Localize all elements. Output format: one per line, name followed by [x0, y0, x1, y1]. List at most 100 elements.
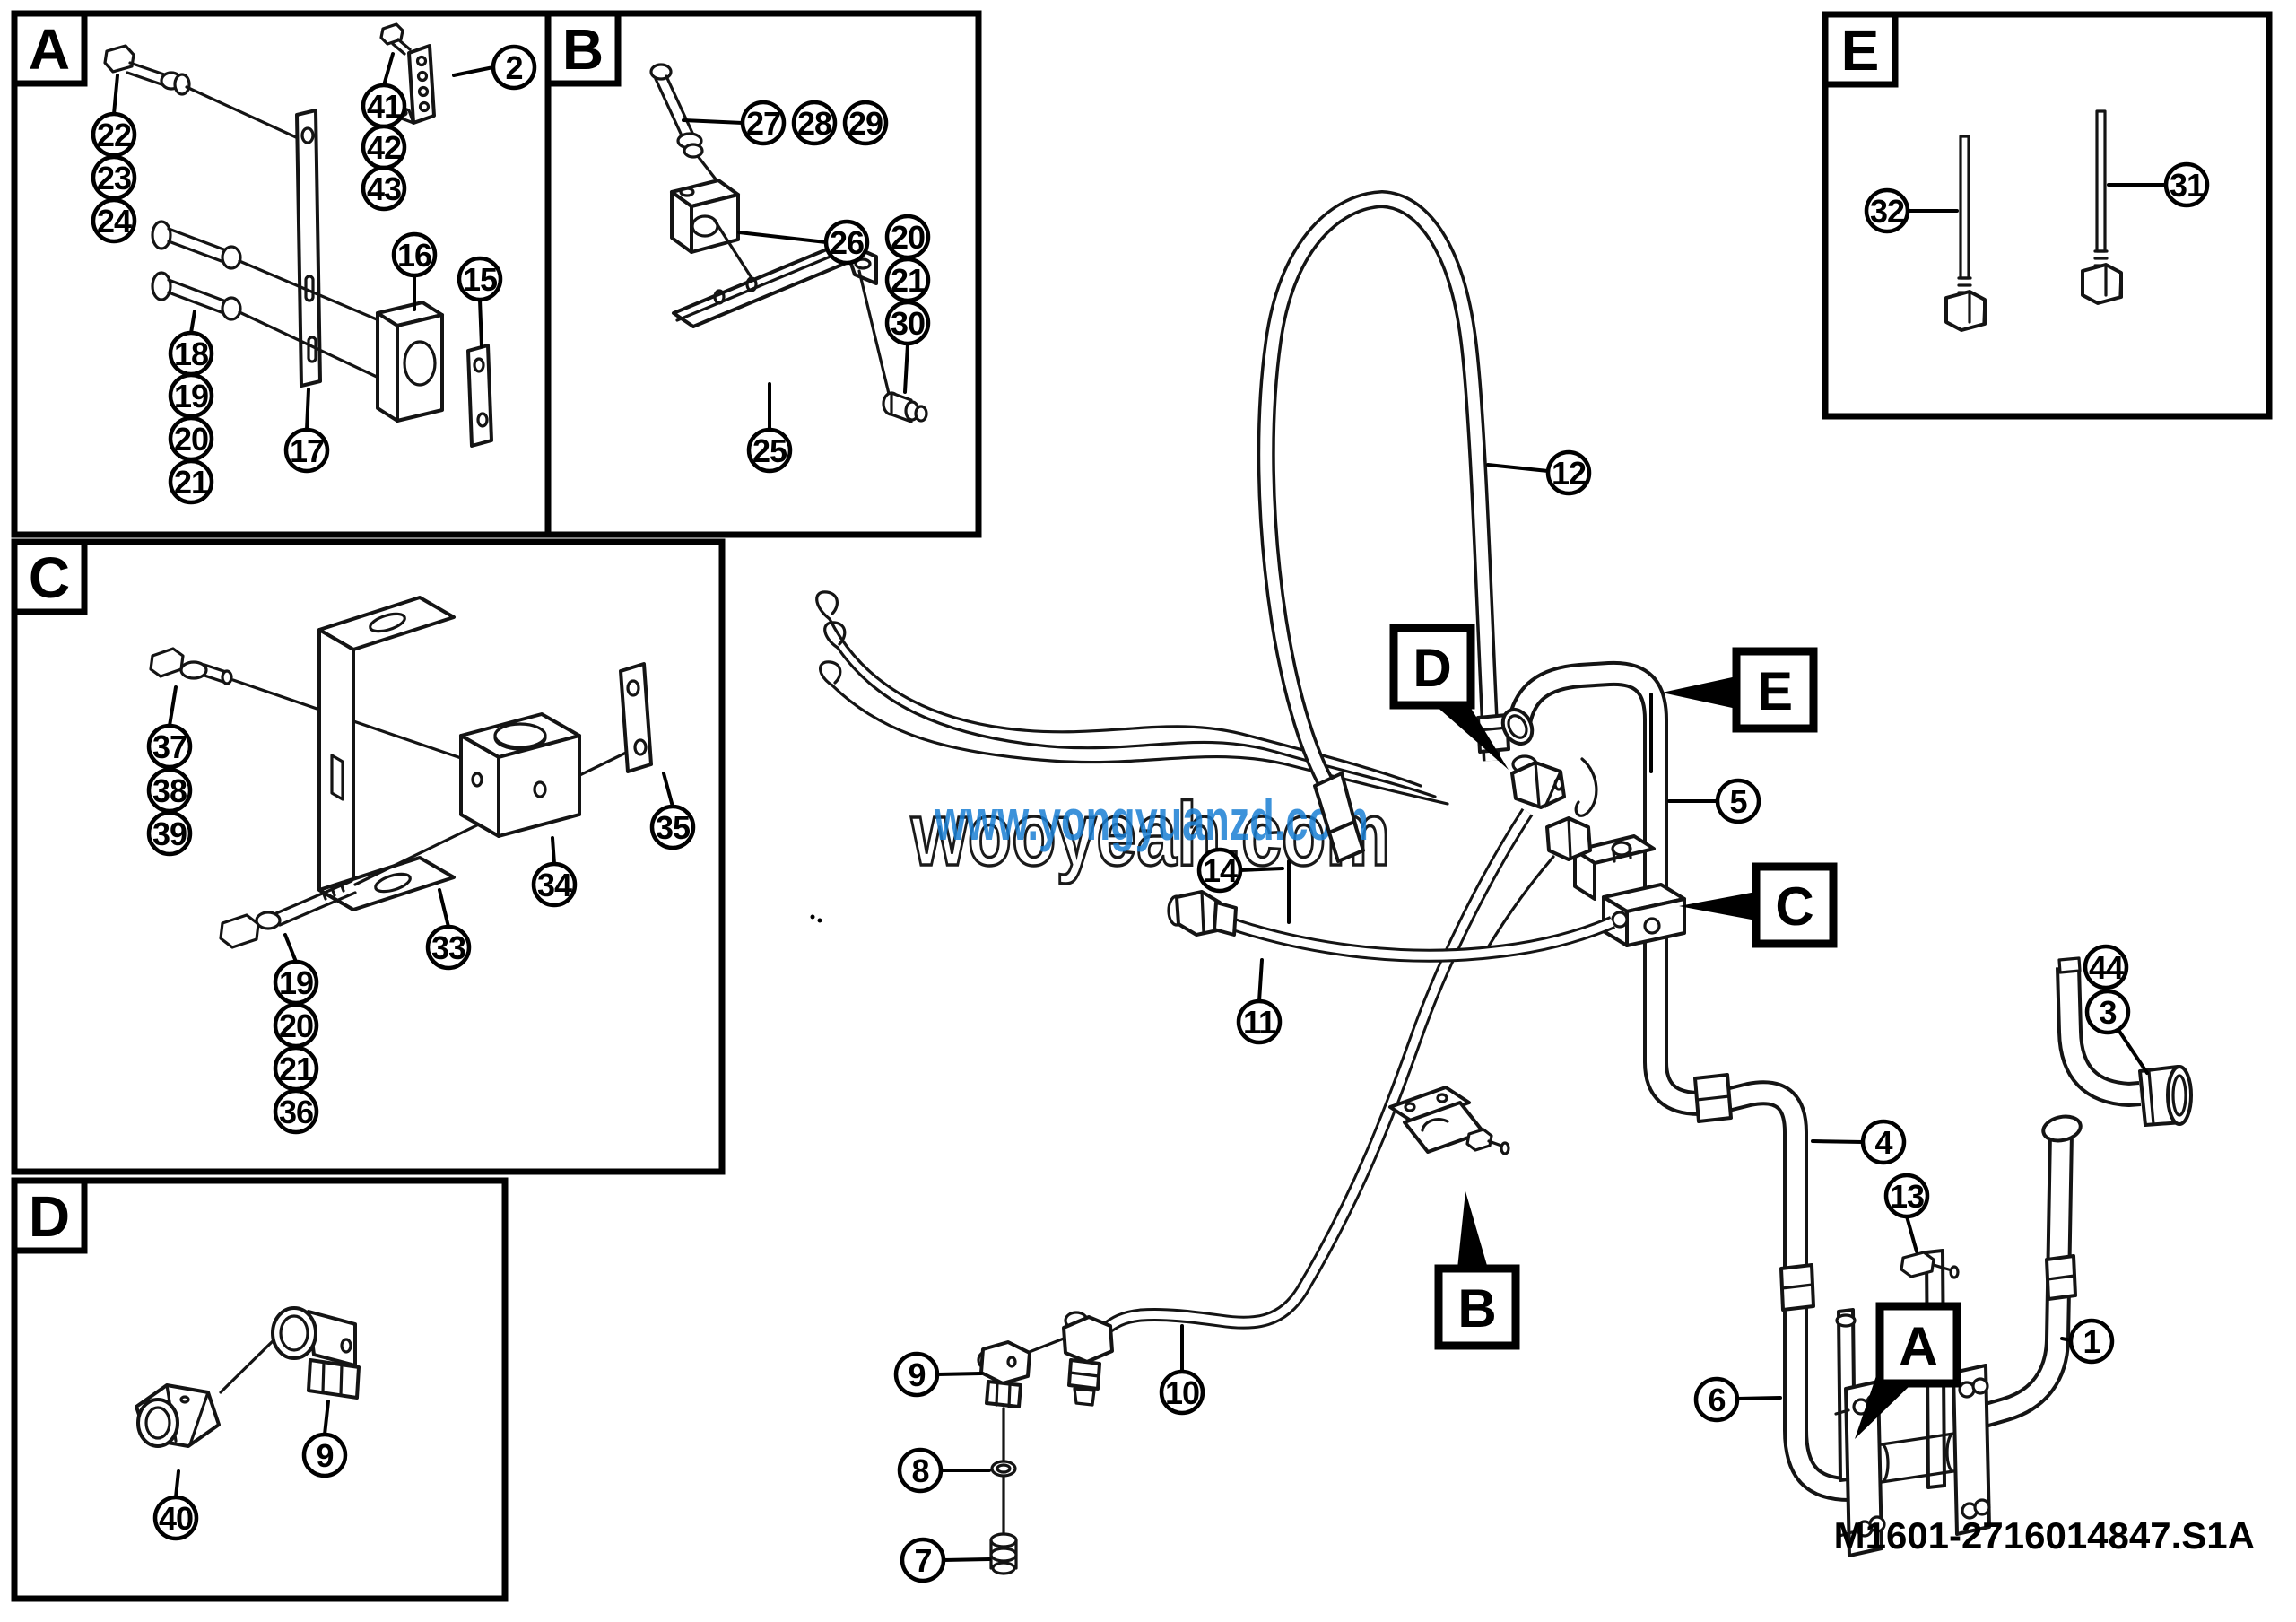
callout-number-39: 39 — [152, 815, 187, 852]
callout-circle-25 — [746, 427, 793, 474]
callout-number-3: 3 — [2099, 994, 2116, 1031]
leader-line — [189, 310, 196, 335]
callout-number-9: 9 — [316, 1437, 333, 1474]
callout-26: 26 — [823, 219, 870, 266]
callout-circle-29 — [842, 100, 889, 146]
clamp-a-target — [1834, 1249, 1991, 1557]
callout-28: 28 — [791, 100, 838, 146]
callout-21: 21 — [884, 257, 931, 303]
leader-line — [903, 343, 909, 394]
panel-tab-A — [11, 10, 88, 87]
section-label-E: E — [1662, 647, 1818, 733]
callout-10: 10 — [1159, 1369, 1205, 1416]
callout-29: 29 — [842, 100, 889, 146]
panel-letter-A: A — [29, 17, 70, 82]
callout-circle-17 — [283, 427, 330, 474]
detail-panel-B: B — [544, 10, 982, 538]
hose-12 — [1257, 189, 1510, 863]
callout-circle-14 — [1196, 847, 1243, 894]
section-letter-C: C — [1775, 876, 1813, 937]
callout-number-19: 19 — [174, 378, 208, 414]
callout-33: 33 — [425, 924, 472, 971]
callout-circle-34 — [531, 861, 578, 908]
dipstick-31-sketch — [2081, 109, 2123, 305]
callout-number-44: 44 — [2089, 949, 2124, 986]
section-box-A — [1875, 1302, 1961, 1388]
callout-18: 18 — [168, 330, 214, 377]
leader-line — [1905, 1215, 1918, 1253]
panel-tab-B — [544, 10, 622, 87]
section-arrow-E — [1662, 676, 1736, 709]
callout-number-17: 17 — [290, 432, 324, 469]
pipe-1 — [1980, 1114, 2083, 1428]
callout-43: 43 — [361, 165, 407, 212]
callout-number-20: 20 — [279, 1007, 313, 1044]
clamp-block-34-sketch — [353, 712, 630, 886]
callout-circle-5 — [1715, 778, 1761, 824]
bolt-18-lower-sketch — [151, 271, 378, 379]
callout-39: 39 — [146, 810, 193, 857]
clamp-c-target — [1573, 834, 1686, 947]
leader-line — [1486, 463, 1550, 473]
callout-circle-21 — [168, 458, 214, 505]
callout-number-26: 26 — [830, 224, 864, 261]
section-box-E — [1732, 647, 1818, 733]
callout-number-9: 9 — [908, 1356, 925, 1393]
callout-8: 8 — [897, 1447, 944, 1494]
callout-40: 40 — [152, 1495, 199, 1541]
clamp-b-target — [1388, 1086, 1510, 1155]
bolt-41-sketch — [379, 22, 412, 56]
callout-number-5: 5 — [1729, 783, 1747, 820]
elbow-3 — [2056, 956, 2193, 1127]
leader-line — [2117, 1028, 2149, 1075]
leader-line — [168, 685, 178, 728]
callout-17: 17 — [283, 427, 330, 474]
callout-circle-36 — [273, 1088, 319, 1135]
plate-15-sketch — [466, 344, 493, 448]
callout-42: 42 — [361, 124, 407, 170]
leader-line — [323, 1400, 330, 1436]
callout-circle-2 — [491, 44, 537, 91]
callout-number-21: 21 — [891, 262, 926, 299]
callout-number-36: 36 — [279, 1094, 313, 1130]
callout-circle-7 — [900, 1537, 946, 1583]
callout-circle-11 — [1236, 998, 1283, 1045]
callout-number-42: 42 — [367, 129, 401, 166]
bolt-37-sketch — [149, 647, 463, 760]
main-assembly — [810, 189, 2193, 1575]
callout-22: 22 — [91, 111, 137, 158]
clamp-block-16-sketch — [376, 301, 444, 423]
callout-35: 35 — [649, 804, 696, 850]
leader-line — [452, 65, 495, 77]
callout-number-1: 1 — [2083, 1323, 2100, 1360]
panel-tab-D — [11, 1177, 88, 1254]
callout-circle-15 — [457, 256, 503, 302]
leader-line — [737, 231, 828, 244]
callout-circle-4 — [1860, 1119, 1907, 1165]
bolt-19-sketch — [219, 879, 357, 949]
leader-line — [1735, 1396, 1782, 1400]
panel-a-parts — [103, 22, 493, 448]
section-arrow-C — [1679, 892, 1756, 920]
watermark: wooyeah.com www.yongyuanzd.com — [909, 782, 1391, 886]
leader-line — [662, 772, 674, 808]
fittings-7-8-9 — [977, 1311, 1114, 1575]
detail-panels: A B C D E — [11, 10, 2273, 1602]
callout-13: 13 — [1883, 1173, 1930, 1219]
callout-41: 41 — [361, 83, 407, 129]
callout-24: 24 — [91, 197, 137, 244]
section-label-D: D — [1389, 624, 1509, 770]
callout-number-40: 40 — [159, 1500, 193, 1537]
fitting-d-target — [1480, 754, 1592, 960]
panel-frame-E — [1822, 11, 2273, 420]
callout-30: 30 — [884, 300, 931, 346]
callout-number-15: 15 — [463, 261, 498, 298]
callout-23: 23 — [91, 154, 137, 201]
panel-d-parts — [135, 1306, 361, 1448]
callout-6: 6 — [1693, 1376, 1740, 1423]
panel-frame-B — [544, 10, 982, 538]
callout-34: 34 — [531, 861, 578, 908]
callout-number-20: 20 — [174, 421, 208, 458]
callout-number-32: 32 — [1870, 193, 1904, 230]
